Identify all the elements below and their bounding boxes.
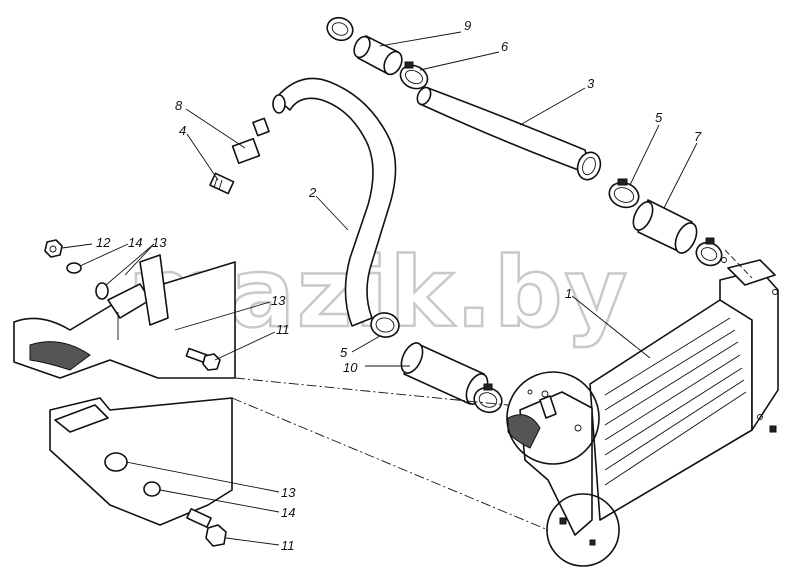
callout-7: 7	[694, 129, 702, 144]
callout-13-top: 13	[152, 235, 167, 250]
part-8-sensor	[231, 117, 270, 165]
callout-4: 4	[179, 123, 186, 138]
callout-2: 2	[308, 185, 317, 200]
callout-9: 9	[464, 18, 471, 33]
part-3-pipe	[416, 86, 602, 181]
part-9-hose-top	[326, 16, 403, 76]
part-5-clamp-right	[608, 178, 640, 209]
part-11-bolt-lower	[186, 508, 227, 547]
callout-6: 6	[501, 39, 509, 54]
callout-11-upper: 11	[276, 322, 290, 337]
part-12-nut	[44, 239, 63, 258]
detail-circle-upper	[506, 371, 600, 465]
callout-12: 12	[96, 235, 111, 250]
left-bracket-upper	[13, 254, 236, 379]
part-14-washer-top	[66, 262, 82, 274]
detail-circle-lower	[546, 493, 620, 567]
callout-14-top: 14	[128, 235, 142, 250]
callout-11-lower: 11	[281, 538, 295, 553]
part-10-hose	[400, 342, 503, 414]
callout-5-right: 5	[655, 110, 663, 125]
callout-14-lower: 14	[281, 505, 295, 520]
callout-13-mid: 13	[271, 293, 286, 308]
left-bracket-lower	[49, 397, 233, 526]
part-7-hose	[632, 199, 723, 267]
part-6-clamp	[399, 61, 429, 90]
part-4-fitting	[209, 172, 235, 195]
leader-lines	[61, 31, 698, 546]
part-2-bent-pipe	[272, 77, 400, 338]
callout-labels: 9 6 3 5 7 8 4 2 1 5 10 12 14 13 13 11 13…	[96, 18, 702, 553]
assembly-lines	[231, 249, 753, 531]
callout-5-lower: 5	[340, 345, 348, 360]
callout-13-lower: 13	[281, 485, 296, 500]
callout-3: 3	[587, 76, 595, 91]
callout-1: 1	[565, 286, 572, 301]
part-11-bolt-upper	[185, 347, 221, 371]
callout-10: 10	[343, 360, 358, 375]
callout-8: 8	[175, 98, 183, 113]
